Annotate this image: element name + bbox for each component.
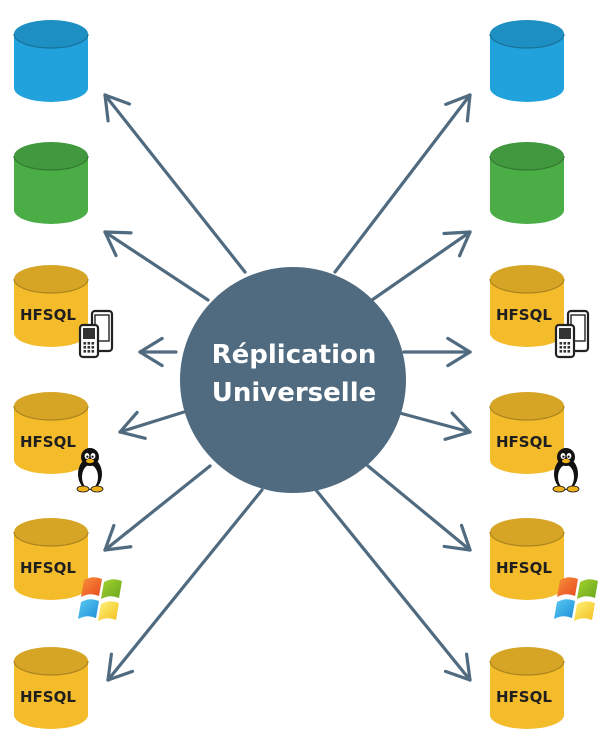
hub-label-line1: Réplication [211, 340, 377, 370]
hfsql-label: HFSQL [20, 688, 76, 706]
database-cylinder-right-1 [489, 20, 565, 102]
hub-label-line2: Universelle [211, 378, 377, 408]
database-cylinder-left-6: HFSQL [13, 647, 89, 729]
database-cylinder-left-1 [13, 20, 89, 102]
replication-arrow [333, 93, 472, 274]
hfsql-label: HFSQL [496, 306, 552, 324]
mobile-icon [78, 309, 114, 359]
replication-arrow [106, 488, 264, 682]
replication-arrow [103, 230, 210, 302]
replication-arrow [402, 336, 472, 368]
windows-logo-icon [78, 577, 122, 621]
replication-arrow [103, 93, 247, 274]
hub-circle [180, 267, 406, 493]
replication-arrow [103, 464, 212, 552]
windows-logo-icon [554, 577, 598, 621]
arrows-layer [103, 93, 472, 682]
database-cylinder-left-3: HFSQL [13, 265, 114, 359]
hfsql-label: HFSQL [20, 559, 76, 577]
database-cylinder-right-3: HFSQL [489, 265, 590, 359]
replication-arrow [314, 488, 472, 682]
database-cylinder-left-5: HFSQL [13, 518, 122, 621]
replication-arrow [394, 410, 472, 441]
database-cylinder-right-5: HFSQL [489, 518, 598, 621]
replication-arrow [366, 464, 472, 552]
databases-layer: HFSQL HFSQL HFSQL HFSQL HFSQL HFSQL HFSQL HFSQL [13, 20, 598, 729]
database-cylinder-right-6: HFSQL [489, 647, 565, 729]
hfsql-label: HFSQL [20, 433, 76, 451]
hub-label: Réplication Universelle [176, 336, 412, 412]
hfsql-label: HFSQL [496, 559, 552, 577]
database-cylinder-right-4: HFSQL [489, 392, 580, 493]
linux-tux-icon [552, 448, 580, 493]
replication-arrow [370, 230, 472, 302]
hfsql-label: HFSQL [496, 433, 552, 451]
replication-arrow [138, 336, 178, 368]
mobile-icon [554, 309, 590, 359]
replication-arrow [118, 410, 186, 440]
hfsql-label: HFSQL [496, 688, 552, 706]
database-cylinder-right-2 [489, 142, 565, 224]
database-cylinder-left-4: HFSQL [13, 392, 104, 493]
database-cylinder-left-2 [13, 142, 89, 224]
hfsql-label: HFSQL [20, 306, 76, 324]
linux-tux-icon [76, 448, 104, 493]
